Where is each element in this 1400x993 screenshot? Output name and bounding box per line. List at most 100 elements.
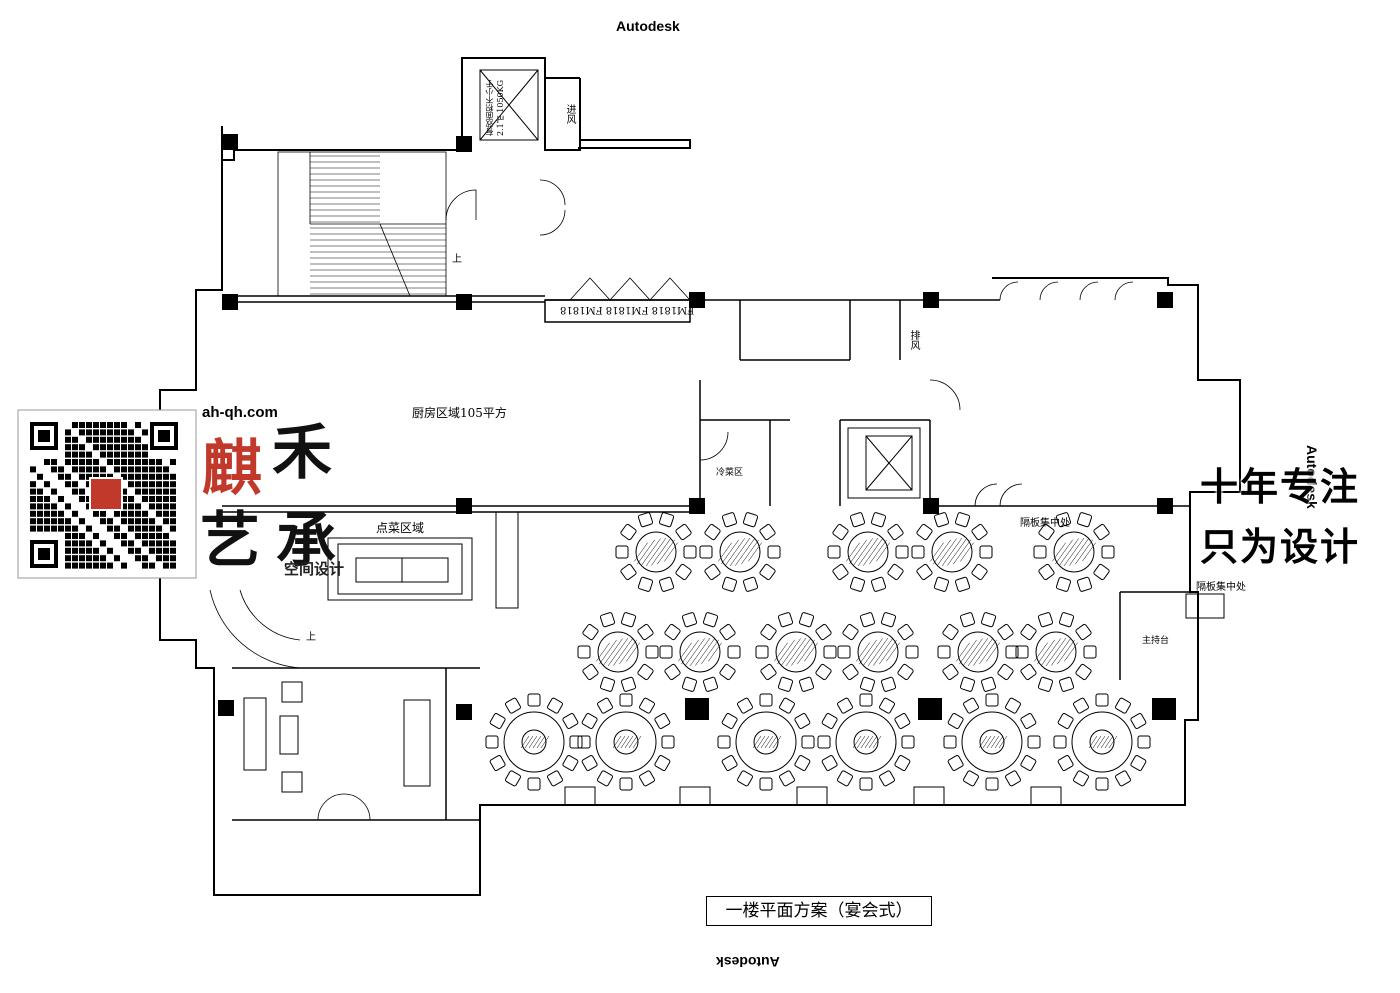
chair [827, 545, 841, 559]
chair [815, 663, 832, 681]
qr-module [170, 503, 176, 510]
qr-module [121, 451, 127, 458]
slogan-line-1: 十年专注 [1200, 465, 1361, 509]
qr-module [72, 422, 78, 428]
chair [675, 563, 692, 581]
table-hatch [959, 639, 977, 665]
chair [654, 755, 671, 771]
qr-module [65, 451, 71, 458]
table-hatch [933, 539, 951, 565]
qr-module [65, 503, 71, 510]
table-hatch [846, 542, 860, 562]
chair [942, 663, 959, 681]
chair [1095, 777, 1109, 791]
table-hatch [701, 639, 719, 665]
qr-module [121, 436, 127, 443]
banquet-table [577, 612, 659, 692]
label-cold-dish: 冷菜区 [716, 468, 744, 478]
slogan-line-2: 只为设计 [1200, 525, 1361, 569]
chair [942, 623, 959, 641]
table-hatch [626, 642, 640, 662]
chair [980, 676, 997, 692]
qr-module [121, 488, 127, 495]
qr-module [128, 496, 134, 502]
table-top [1053, 531, 1095, 573]
qr-module [44, 503, 50, 510]
qr-module [107, 518, 113, 525]
chair [817, 735, 831, 749]
qr-module [58, 518, 64, 525]
qr-module [72, 488, 78, 495]
qr-module [142, 555, 148, 562]
chair [971, 523, 988, 541]
qr-module [86, 422, 92, 428]
banquet-table [1015, 612, 1097, 692]
qr-module [170, 481, 176, 488]
top-elevator [479, 69, 539, 141]
table-hatch [797, 639, 815, 665]
qr-module [107, 451, 113, 458]
table-hatch [599, 639, 617, 665]
chair [702, 612, 719, 628]
qr-module [107, 473, 113, 480]
qr-finder-core [38, 548, 50, 560]
qr-module [128, 540, 134, 547]
banquet-table [1033, 512, 1115, 592]
table-center [1089, 729, 1115, 755]
table-hatch [645, 537, 667, 567]
qr-module [100, 429, 106, 436]
table-hatch [624, 735, 634, 749]
qr-module [142, 510, 148, 517]
table-hatch [982, 735, 992, 749]
chair [620, 563, 637, 581]
qr-module [163, 496, 169, 502]
qr-module [156, 525, 162, 532]
chair [887, 523, 904, 541]
qr-module [135, 533, 141, 539]
label-exhaust: 排风 [908, 330, 919, 350]
chair [759, 777, 773, 791]
chair [562, 755, 579, 771]
chair [859, 612, 876, 628]
chair [985, 777, 999, 791]
table-hatch [1104, 735, 1114, 749]
chair [615, 545, 629, 559]
qr-module [107, 429, 113, 436]
chair [489, 755, 506, 771]
qr-module [170, 510, 176, 517]
qr-module [93, 547, 99, 554]
qr-module [114, 466, 120, 473]
watermark-bottom: Autodesk [716, 954, 780, 970]
qr-module [79, 444, 85, 451]
qr-module [58, 525, 64, 532]
table-hatch [748, 542, 762, 562]
qr-module [156, 555, 162, 562]
chair [837, 645, 851, 659]
logo-char-3: 承 [276, 506, 336, 576]
chair [980, 612, 997, 628]
chair [1073, 770, 1089, 787]
qr-module [170, 555, 176, 562]
chair [637, 663, 654, 681]
table-hatch [651, 538, 671, 566]
table-top [957, 631, 999, 673]
table-hatch [873, 638, 893, 666]
table-hatch [616, 735, 626, 749]
spiral-staircase [209, 589, 301, 669]
label-stair-up-2: 上 [306, 632, 316, 643]
qr-module [142, 562, 148, 569]
qr-module [65, 444, 71, 451]
table-hatch [986, 735, 996, 749]
qr-module [93, 533, 99, 539]
chair [760, 623, 777, 641]
chair [759, 693, 773, 707]
qr-module [79, 488, 85, 495]
chair [1095, 693, 1109, 707]
chair [842, 623, 859, 641]
table-hatch [532, 735, 542, 749]
table-hatch [849, 539, 867, 565]
table-hatch [994, 735, 1004, 749]
qr-module [37, 518, 43, 525]
table-hatch [1108, 735, 1118, 749]
qr-module [128, 510, 134, 517]
